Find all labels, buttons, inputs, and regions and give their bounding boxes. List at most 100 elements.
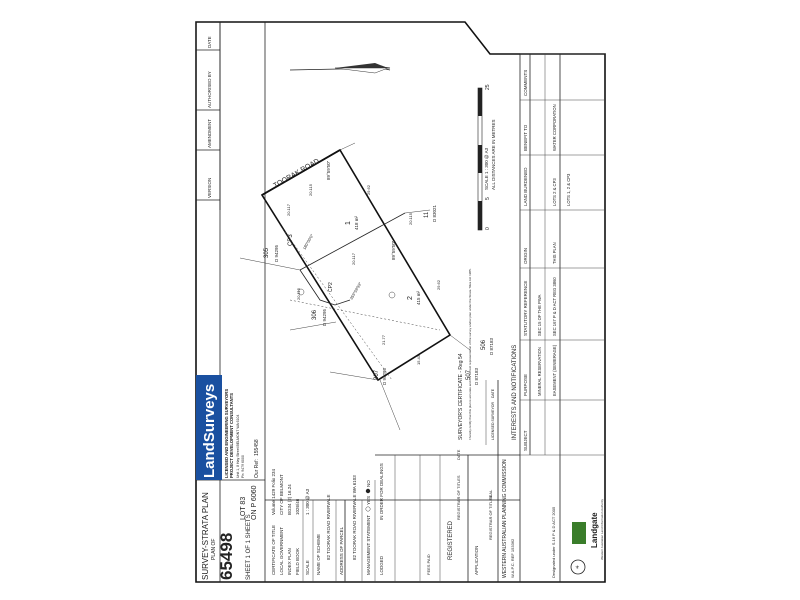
our-ref-value: 155458 (254, 439, 260, 456)
registrar-date-label: DATE (456, 449, 461, 460)
interests-header: LAND BURDENED (523, 167, 528, 206)
wapc-ref: W.A.P.C. REF 153362 (510, 538, 515, 578)
wapc-title: WESTERN AUSTRALIAN PLANNING COMMISSION (502, 459, 508, 578)
svg-text:⚜: ⚜ (575, 565, 579, 571)
plan-number-group: 65498 (217, 533, 236, 580)
lodged-label: LODGED (379, 555, 384, 575)
interests-cell: SEC 167 P & D ACT REG 3860 (552, 277, 557, 336)
interests-header: SUBJECT (523, 430, 528, 451)
interests-cell: LOTS 1, 2 & CP3 (566, 173, 571, 206)
dist-4: 20.115 (408, 212, 413, 225)
interests-cell: WATER CORPORATION (552, 104, 557, 151)
in-order-label: IN ORDER FOR DEALINGS (379, 463, 384, 520)
landgate-sub: Western Australian Land Information Auth… (600, 499, 604, 560)
plan-title-group: SURVEY-STRATA PLAN (201, 492, 210, 580)
mgmt-no-radio (365, 488, 371, 494)
neighbor-305-plan: D 94295 (274, 244, 279, 262)
seal-label: SEAL (488, 489, 493, 500)
dist-7: 29.62 (436, 279, 441, 290)
cp-boundary (299, 269, 351, 306)
scheme-name-value: 82 TOORAK ROAD RIVERVALE (326, 495, 331, 560)
neighbor-507-plan: D 87183 (474, 367, 479, 385)
parcel-address-value: 82 TOORAK ROAD RIVERVALE WA 6103 (352, 475, 357, 560)
application-label: APPLICATION (474, 546, 479, 575)
our-ref-label: Our Ref: (254, 459, 260, 478)
dist-3: 29.62 (366, 184, 371, 195)
interests-header: COMMENTS (523, 70, 528, 96)
bearing-d: 359°59'59" (349, 281, 363, 301)
neighbor-11: 11 (424, 211, 430, 218)
revision-header: DATE (207, 36, 212, 48)
neighbor-11-plan: D 83021 (432, 204, 437, 222)
local-gov-label: LOCAL GOVERNMENT (279, 527, 284, 575)
coat-of-arms-icon (570, 559, 586, 575)
dist-9: 15.43 (416, 354, 421, 365)
interests-table: INTERESTS AND NOTIFICATIONS SUBJECT PURPO… (512, 53, 605, 456)
surveyor-phone: Ph: 9479 6000 (241, 455, 245, 478)
parcel-drawing (239, 142, 471, 431)
mgmt-no: NO (366, 480, 371, 487)
scale-bar-label: SCALE 1 : 300 @ A3 (484, 147, 489, 190)
lot-label: LOT 83 (240, 497, 247, 520)
landsurveys-logo: LandSurveys (196, 375, 222, 480)
dist-2: 20.115 (308, 183, 313, 196)
mgmt-yes-radio (365, 506, 371, 512)
licensed-date-label: DATE (491, 388, 495, 398)
lot-on-plan: ON P 6060 (251, 485, 258, 520)
interests-cell: LOTS 2 & CP3 (552, 178, 557, 206)
landgate-mark-icon (572, 522, 586, 544)
scale-tick-5: 5 (485, 197, 491, 200)
designated-officer: Designated under S.16 P & D ACT 2005 (551, 506, 556, 578)
registered-label: REGISTERED (448, 520, 454, 560)
scheme-name-label: NAME OF SCHEME (316, 534, 321, 575)
interests-cell: SEC 15 OF THE PWA (537, 294, 542, 336)
bearing-c: 180°00'0" (302, 233, 315, 251)
field-book-value: 1026/46 (295, 498, 300, 515)
plan-type: SURVEY-STRATA PLAN (201, 492, 210, 580)
bearing-b: 89°59'50" (391, 240, 396, 260)
lot-division (299, 212, 406, 271)
scale-label: SCALE (305, 560, 310, 575)
interests-cell: THIS PLAN (552, 242, 557, 264)
surveyor-subtagline: PROJECT DEVELOPMENT CONSULTANTS (229, 393, 234, 478)
lot-2-name: 2 (407, 296, 414, 300)
interests-header: BENEFIT TO (523, 124, 528, 151)
plan-number: 65498 (217, 533, 236, 580)
neighbor-306-plan: D 94295 (322, 308, 327, 326)
surveyor-tagline: LICENSED AND ENGINEERING SURVEYORS (224, 389, 229, 478)
scale-tick-0: 0 (485, 227, 491, 230)
revision-header: AMENDMENT (207, 119, 212, 148)
surveyor-address: Unit 1, 8 Hay Street BELMONT WA 6104 (236, 415, 240, 478)
dist-5: 20.117 (351, 252, 356, 265)
interests-cell: MINERAL RESERVATION (537, 347, 542, 396)
dist-8: 21.77 (381, 334, 386, 345)
dist-1: 20.117 (286, 203, 291, 216)
neighbor-506: 506 (481, 339, 487, 350)
parcel-boundary (260, 148, 452, 382)
road-name: TOORAK ROAD (273, 158, 321, 190)
licensed-surveyor-label: LICENSED SURVEYOR (491, 401, 495, 440)
cert-titles-value: Volume 1429 Folio 234 (271, 468, 276, 515)
neighbor-305: 305 (264, 247, 270, 258)
common-property-2-label: CP2 (328, 282, 334, 292)
neighbor-307: 307 (374, 369, 380, 380)
cert-titles-label: CERTIFICATE OF TITLE (271, 525, 276, 575)
easement-line (279, 224, 393, 381)
interests-title: INTERESTS AND NOTIFICATIONS (512, 345, 518, 440)
mgmt-label: MANAGEMENT STATEMENT (366, 515, 371, 575)
fees-label: FEES PAID (426, 554, 431, 575)
registrar-label: REGISTRAR OF TITLES (488, 495, 493, 540)
field-book-label: FIELD BOOK (295, 548, 300, 575)
local-gov-value: CITY OF BELMONT (279, 474, 284, 515)
interests-header: PURPOSE (523, 374, 528, 396)
surveyor-cert-text: I hereby certify that this plan is accur… (468, 268, 472, 440)
parcel-address-label: ADDRESS OF PARCEL (339, 526, 344, 575)
neighbor-506-plan: D 87183 (489, 337, 494, 355)
bearing-a: 89°59'50" (326, 160, 331, 180)
scale-bar: 25 5 0 SCALE 1 : 300 @ A3 ALL DISTANCES … (477, 84, 496, 231)
neighbor-307-plan: D 94295 (382, 367, 387, 385)
survey-mark-icon (388, 291, 396, 299)
